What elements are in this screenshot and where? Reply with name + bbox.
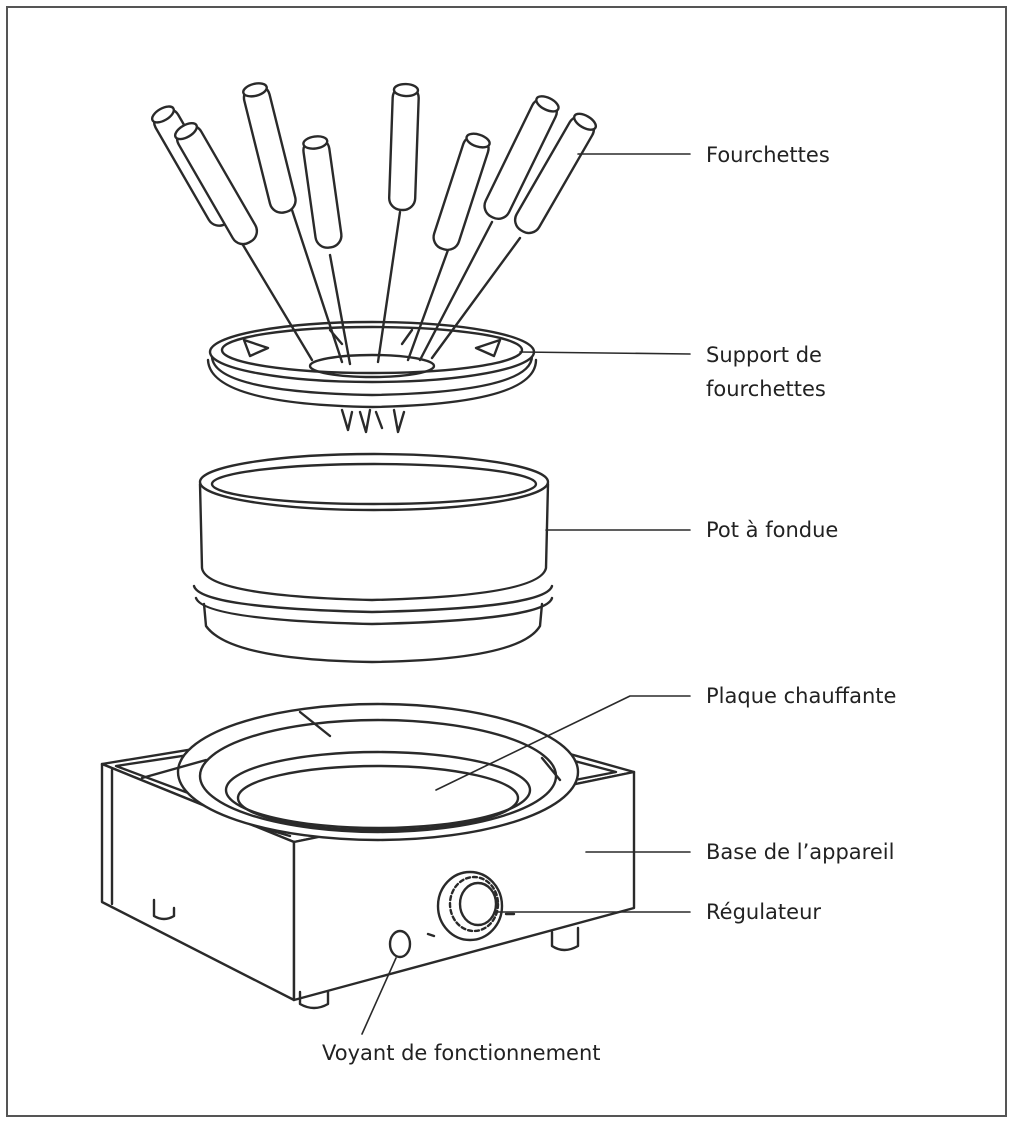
fondue-pot bbox=[192, 452, 554, 664]
forks bbox=[150, 82, 598, 366]
label-fork-holder: Support de fourchettes bbox=[706, 338, 826, 406]
label-regulator: Régulateur bbox=[706, 900, 822, 924]
fork-holder bbox=[206, 320, 538, 434]
label-pot: Pot à fondue bbox=[706, 518, 839, 542]
label-forks: Fourchettes bbox=[706, 143, 830, 167]
label-fork-holder-line1: Support de bbox=[706, 343, 822, 367]
regulator-knob bbox=[426, 870, 516, 942]
indicator-light bbox=[388, 929, 412, 959]
label-indicator: Voyant de fonctionnement bbox=[322, 1041, 601, 1065]
figure-frame bbox=[6, 6, 1007, 1117]
fork-handles bbox=[150, 82, 598, 252]
leader-indicator bbox=[361, 957, 397, 1035]
appliance-base bbox=[100, 702, 636, 1010]
leader-fork-holder bbox=[519, 351, 691, 355]
label-fork-holder-line2: fourchettes bbox=[706, 377, 826, 401]
fork-shafts bbox=[238, 208, 522, 366]
label-hot-plate: Plaque chauffante bbox=[706, 684, 897, 708]
leader-lines bbox=[361, 153, 691, 1035]
leader-hot-plate bbox=[435, 695, 691, 791]
label-base: Base de l’appareil bbox=[706, 840, 895, 864]
